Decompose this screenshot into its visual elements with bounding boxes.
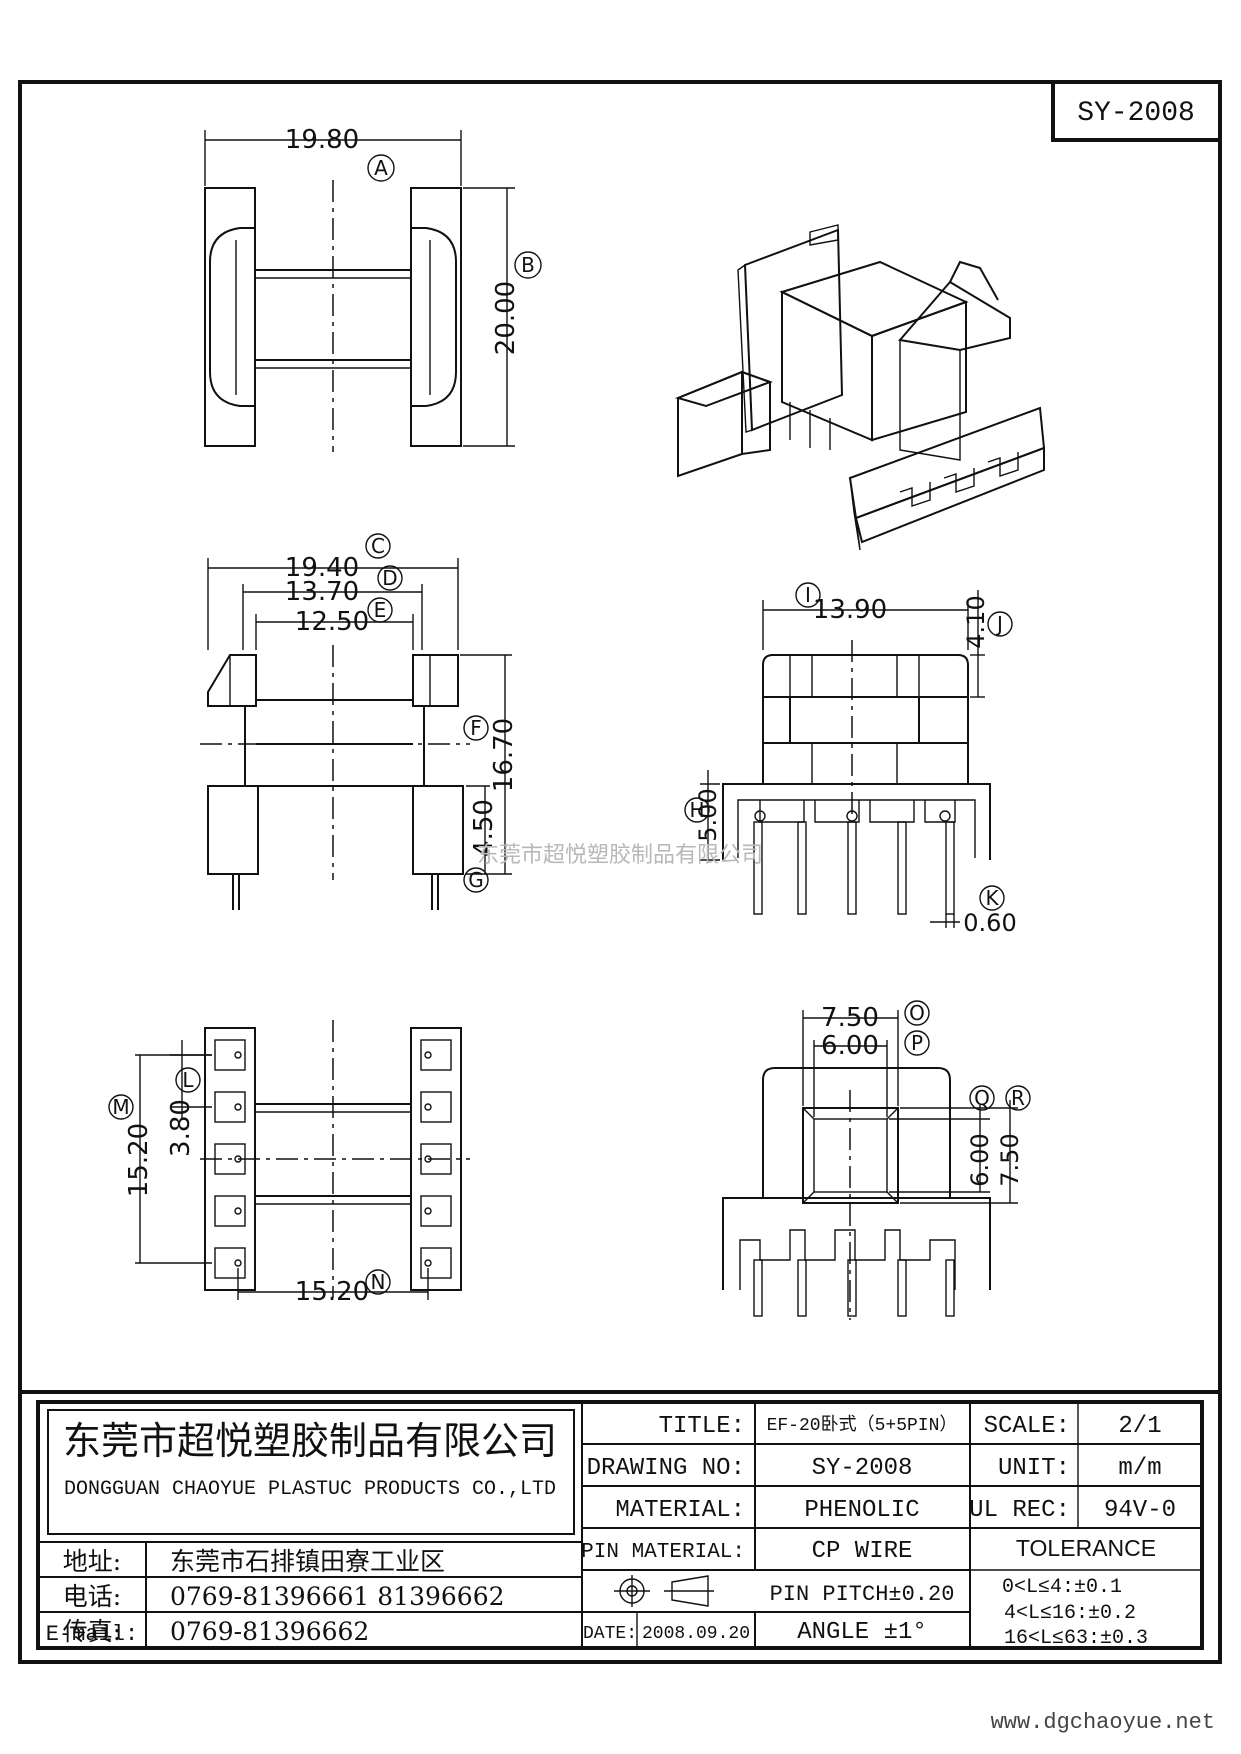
label-R: R bbox=[1011, 1086, 1025, 1110]
dim-Q-value: 6.00 bbox=[966, 1133, 994, 1186]
dim-R-value: 7.50 bbox=[996, 1133, 1024, 1186]
label-E: E bbox=[374, 598, 387, 622]
company-cn: 东莞市超悦塑胶制品有限公司 bbox=[63, 1419, 557, 1463]
dim-P-value: 6.00 bbox=[821, 1031, 879, 1061]
isometric-view bbox=[674, 224, 1046, 551]
front-view: 19.40 C 13.70 D 12.50 E 16.70 F 4.50 G bbox=[200, 533, 519, 910]
label-A: A bbox=[374, 156, 388, 180]
dim-I-value: 13.90 bbox=[813, 595, 887, 625]
drawing-no-value: SY-2008 bbox=[812, 1455, 913, 1482]
phone-value: 0769-81396661 81396662 bbox=[170, 1582, 505, 1611]
dim-B-value: 20.00 bbox=[491, 281, 521, 355]
tolerance-3: 16<L≤63:±0.3 bbox=[1004, 1627, 1148, 1650]
label-D: D bbox=[382, 566, 397, 590]
ul-value: 94V-0 bbox=[1104, 1497, 1176, 1524]
tolerance-1: 0<L≤4:±0.1 bbox=[1002, 1576, 1122, 1599]
label-P: P bbox=[911, 1031, 923, 1055]
label-O: O bbox=[909, 1001, 925, 1025]
label-C: C bbox=[371, 534, 385, 558]
drawing-code: SY-2008 bbox=[1077, 98, 1195, 129]
material-label: MATERIAL: bbox=[615, 1497, 745, 1524]
dim-O-value: 7.50 bbox=[821, 1003, 879, 1033]
label-M: M bbox=[112, 1095, 129, 1119]
website: www.dgchaoyue.net bbox=[991, 1710, 1215, 1735]
label-I: I bbox=[805, 583, 811, 607]
title-label: TITLE: bbox=[659, 1413, 745, 1440]
fax-label: 传真: bbox=[63, 1617, 121, 1646]
drawing-code-box: SY-2008 bbox=[1051, 80, 1222, 142]
dim-G-value: 4.50 bbox=[469, 799, 499, 857]
date-label: DATE: bbox=[583, 1624, 637, 1644]
dim-M-value: 15.20 bbox=[124, 1123, 154, 1197]
dim-C-value: 19.40 bbox=[285, 553, 359, 583]
title-block: 东莞市超悦塑胶制品有限公司 DONGGUAN CHAOYUE PLASTUC P… bbox=[20, 1390, 1220, 1650]
angle-tolerance: ANGLE ±1° bbox=[797, 1619, 927, 1646]
pin-pitch: PIN PITCH±0.20 bbox=[770, 1582, 955, 1607]
drawing-no-label: DRAWING NO: bbox=[587, 1455, 745, 1482]
scale-label: SCALE: bbox=[984, 1413, 1070, 1440]
projection-symbol bbox=[614, 1575, 714, 1607]
label-Q: Q bbox=[974, 1086, 990, 1110]
sheet-border bbox=[18, 80, 1222, 1664]
label-K: K bbox=[985, 886, 999, 910]
label-J: J bbox=[995, 612, 1003, 636]
dim-D-value: 13.70 bbox=[285, 577, 359, 607]
watermark: 东莞市超悦塑胶制品有限公司 bbox=[477, 843, 763, 868]
label-G: G bbox=[468, 868, 484, 892]
label-L: L bbox=[182, 1068, 194, 1092]
fax-value: 0769-81396662 bbox=[170, 1617, 369, 1646]
dim-K-value: 0.60 bbox=[963, 909, 1016, 937]
address-label: 地址: bbox=[63, 1547, 121, 1576]
date-value: 2008.09.20 bbox=[642, 1624, 750, 1644]
scale-value: 2/1 bbox=[1118, 1413, 1161, 1440]
tolerance-label: TOLERANCE bbox=[1016, 1535, 1156, 1561]
unit-label: UNIT: bbox=[998, 1455, 1070, 1482]
dim-E-value: 12.50 bbox=[295, 607, 369, 637]
label-F: F bbox=[470, 716, 482, 740]
dim-A-value: 19.80 bbox=[285, 125, 359, 155]
phone-label: 电话: bbox=[63, 1582, 121, 1611]
side-view: 13.90 I 4.10 J 5.00 H 0.60 K bbox=[684, 582, 1017, 937]
dim-N-value: 15.20 bbox=[295, 1277, 369, 1307]
company-en: DONGGUAN CHAOYUE PLASTUC PRODUCTS CO.,LT… bbox=[64, 1478, 556, 1501]
unit-value: m/m bbox=[1118, 1455, 1161, 1482]
ul-label: UL REC: bbox=[969, 1497, 1070, 1524]
dim-F-value: 16.70 bbox=[489, 718, 519, 792]
dim-L-value: 3.80 bbox=[166, 1099, 196, 1157]
title-value: EF-20卧式（5+5PIN） bbox=[767, 1414, 958, 1436]
top-view: 19.80 A 20.00 B bbox=[204, 125, 542, 452]
pin-material-label: PIN MATERIAL: bbox=[581, 1541, 745, 1564]
address-value: 东莞市石排镇田寮工业区 bbox=[170, 1547, 445, 1576]
section-view: 7.50 O 6.00 P 6.00 Q 7.50 R bbox=[722, 1000, 1031, 1320]
label-N: N bbox=[371, 1270, 386, 1294]
tolerance-2: 4<L≤16:±0.2 bbox=[1004, 1602, 1136, 1625]
label-H: H bbox=[689, 798, 704, 822]
material-value: PHENOLIC bbox=[804, 1497, 919, 1524]
pin-material-value: CP WIRE bbox=[812, 1538, 913, 1565]
label-B: B bbox=[521, 253, 535, 277]
bottom-view: 15.20 M 3.80 L 15.20 N bbox=[108, 1020, 470, 1307]
dim-J-value: 4.10 bbox=[962, 595, 990, 648]
email-label: E-mail: bbox=[46, 1622, 138, 1647]
